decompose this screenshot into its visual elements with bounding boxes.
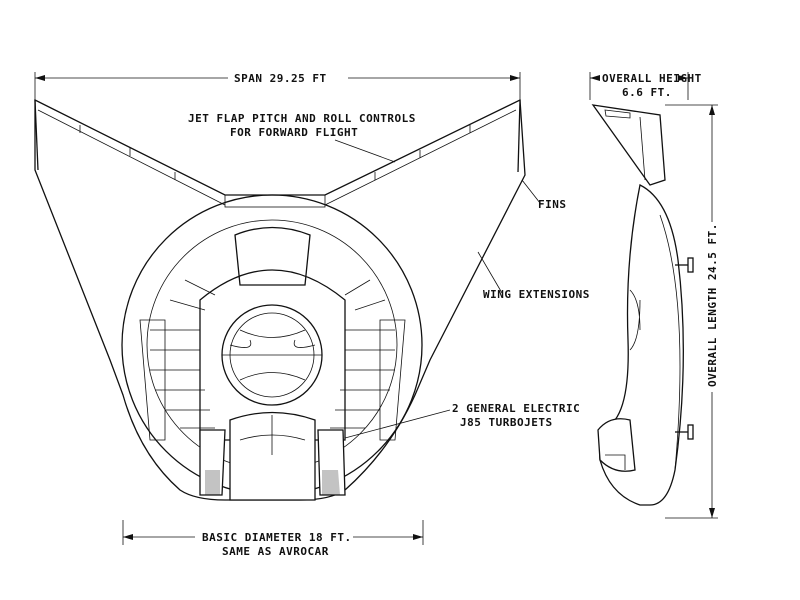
fins-label: FINS xyxy=(538,198,567,211)
diameter-dimension: BASIC DIAMETER 18 FT. SAME AS AVROCAR xyxy=(122,520,424,558)
jet-flap-label-line2: FOR FORWARD FLIGHT xyxy=(230,126,358,139)
side-view: OVERALL HEIGHT 6.6 FT. OVERALL LENGTH 24… xyxy=(589,71,719,519)
span-dimension: SPAN 29.25 FT xyxy=(34,71,521,100)
wing-extensions-label: WING EXTENSIONS xyxy=(483,288,590,301)
diameter-label-line1: BASIC DIAMETER 18 FT. xyxy=(202,531,352,544)
turbojets-label-line1: 2 GENERAL ELECTRIC xyxy=(452,402,580,415)
leader-lines xyxy=(334,139,541,439)
span-label: SPAN 29.25 FT xyxy=(234,72,327,85)
overall-height-label-line2: 6.6 FT. xyxy=(622,86,672,99)
top-view xyxy=(34,98,526,501)
overall-length-label: OVERALL LENGTH 24.5 FT. xyxy=(706,223,719,387)
turbojets-label-line2: J85 TURBOJETS xyxy=(460,416,553,429)
jet-flap-label-line1: JET FLAP PITCH AND ROLL CONTROLS xyxy=(188,112,416,125)
diameter-label-line2: SAME AS AVROCAR xyxy=(222,545,329,558)
overall-height-label-line1: OVERALL HEIGHT xyxy=(602,72,702,85)
